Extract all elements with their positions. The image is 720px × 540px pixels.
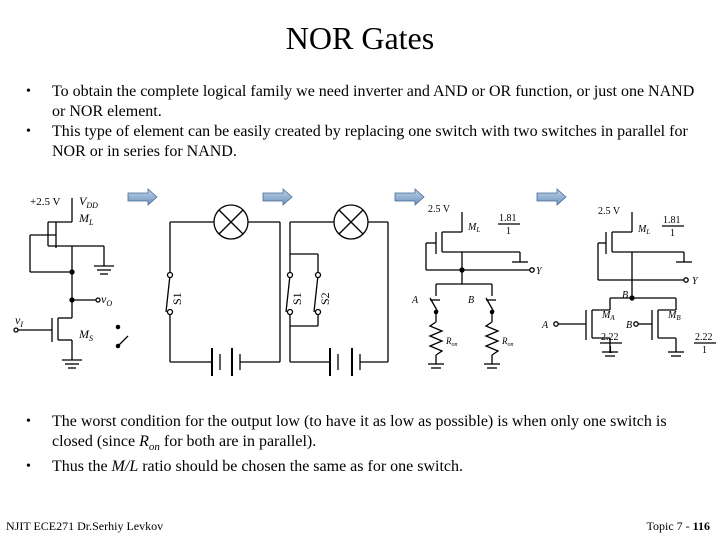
bullet-text: This type of element can be easily creat… — [52, 123, 688, 160]
switch-label: S2 — [318, 292, 332, 305]
supply-label: +2.5 V — [30, 196, 61, 208]
circuit-2-lamp-switch — [165, 221, 281, 376]
vi-label: vI — [15, 313, 23, 329]
arrow-icon — [536, 188, 567, 206]
circuit-3-parallel-switches — [285, 221, 389, 376]
vdd-label: VDD — [79, 194, 98, 210]
lamp-icon — [213, 204, 249, 240]
bullet-item: • To obtain the complete logical family w… — [26, 82, 696, 122]
ratio-denominator: 1 — [608, 345, 613, 356]
switch-contact — [286, 271, 294, 279]
footer-course: NJIT ECE271 Dr.Serhiy Levkov — [6, 519, 164, 533]
input-a-label: A — [411, 295, 419, 306]
switch-contact — [489, 309, 495, 315]
ma-label: MA — [601, 310, 615, 322]
output-terminal — [683, 277, 689, 283]
bullet-item: • Thus the M/L ratio should be chosen the… — [26, 457, 696, 481]
circuit-diagrams: +2.5 V VDD ML vO vI MS S1 S1 S2 2.5 V ML… — [13, 188, 716, 376]
junction-dot — [69, 297, 75, 303]
output-terminal — [95, 297, 101, 303]
junction-dot — [459, 267, 465, 273]
ron-label: Ron — [501, 336, 514, 348]
supply-label: 2.5 V — [428, 204, 451, 215]
switch-contact — [286, 308, 294, 316]
circuit-1-inverter — [16, 198, 129, 369]
bullet-dot: • — [26, 84, 31, 99]
ratio-denominator: 1 — [670, 228, 675, 239]
input-terminal — [633, 321, 639, 327]
switch-contact — [314, 308, 322, 316]
lamp-icon — [333, 204, 369, 240]
mb-label: MB — [667, 310, 681, 322]
arrow-icon — [127, 188, 158, 206]
bullet-text: The worst condition for the output low (… — [52, 413, 667, 454]
input-terminal — [553, 321, 559, 327]
switch-contact — [433, 309, 439, 315]
circuit-5-nmos-nor — [556, 212, 692, 357]
output-y-label: Y — [692, 276, 699, 287]
junction-dot — [69, 269, 75, 275]
ratio-numerator: 2.22 — [601, 332, 619, 343]
ratio-numerator: 1.81 — [499, 213, 517, 224]
output-y-label: Y — [536, 266, 543, 277]
bullet-item: • The worst condition for the output low … — [26, 412, 696, 457]
bullet-list-bottom: • The worst condition for the output low … — [26, 412, 696, 481]
switch-contact — [115, 343, 121, 349]
bullet-text: Thus the M/L ratio should be chosen the … — [52, 458, 464, 476]
ml-label: ML — [467, 222, 480, 234]
ms-label: MS — [78, 327, 93, 343]
arrow-icon — [394, 188, 425, 206]
ratio-denominator: 1 — [506, 226, 511, 237]
footer-page-number: Topic 7 - 116 — [646, 519, 711, 533]
input-a-label: A — [541, 320, 549, 331]
node-b-label: B — [622, 290, 628, 301]
bullet-list-top: • To obtain the complete logical family w… — [26, 82, 696, 162]
arrow-icon — [262, 188, 293, 206]
ron-label: Ron — [445, 336, 458, 348]
switch-label: S1 — [290, 292, 304, 305]
bullet-dot: • — [26, 459, 31, 475]
bullet-dot: • — [26, 414, 31, 429]
bullet-item: • This type of element can be easily crea… — [26, 122, 696, 162]
ratio-numerator: 1.81 — [663, 215, 681, 226]
circuit-4-nor-switch-model — [425, 212, 530, 369]
ml-label: ML — [637, 224, 650, 236]
ratio-denominator: 1 — [702, 345, 707, 356]
input-b-label: B — [626, 320, 632, 331]
switch-contact — [166, 271, 174, 279]
switch-label: S1 — [170, 292, 184, 305]
bullet-text: To obtain the complete logical family we… — [52, 83, 695, 120]
ml-label: ML — [78, 211, 94, 227]
bullet-dot: • — [26, 124, 31, 139]
flow-arrows — [127, 188, 567, 206]
input-b-label: B — [468, 295, 474, 306]
output-terminal — [529, 267, 535, 273]
page-title: NOR Gates — [285, 20, 435, 56]
switch-contact — [314, 271, 322, 279]
ratio-numerator: 2.22 — [695, 332, 713, 343]
switch-contact — [115, 324, 121, 330]
input-terminal — [13, 327, 19, 333]
junction-dot — [629, 295, 635, 301]
supply-label: 2.5 V — [598, 206, 621, 217]
switch-contact — [166, 308, 174, 316]
vo-label: vO — [101, 292, 112, 308]
